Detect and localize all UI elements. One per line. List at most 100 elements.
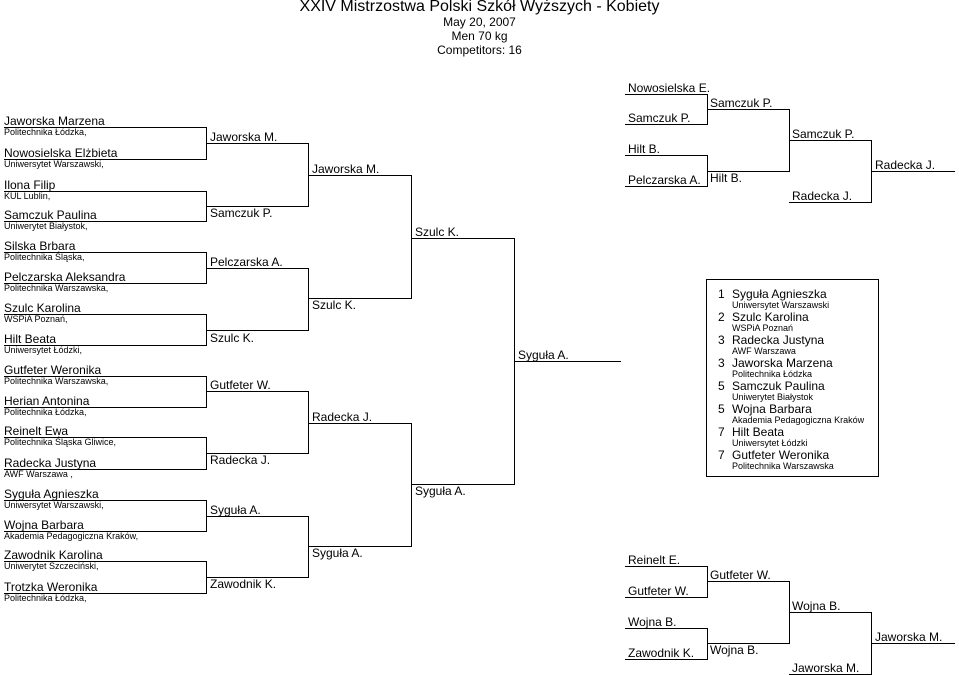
bracket-line	[206, 191, 207, 222]
winner-label: Syguła A.	[415, 484, 466, 498]
bracket-line	[871, 171, 955, 172]
bracket-line	[707, 643, 790, 644]
competitor-club: Akademia Pedagogiczna Kraków,	[4, 531, 139, 541]
result-rank: 3	[718, 356, 725, 370]
winner-label: Radecka J.	[312, 410, 373, 424]
repechage-label: Wojna B.	[628, 615, 677, 629]
result-club: WSPiA Poznań	[732, 323, 794, 333]
bracket-line	[207, 516, 309, 517]
bracket-line	[4, 345, 207, 346]
bracket-line	[309, 175, 412, 176]
repechage-label: Gutfeter W.	[628, 584, 689, 598]
bracket-line	[789, 202, 872, 203]
repechage-label: Reinelt E.	[628, 553, 681, 567]
competitor-name: Trotzka Weronika	[4, 580, 98, 594]
bracket-line	[625, 124, 708, 125]
bracket-line	[4, 376, 207, 377]
bracket-line	[309, 298, 412, 299]
result-name: Hilt Beata	[732, 425, 785, 439]
bracket-line	[206, 127, 207, 160]
repechage-label: Hilt B.	[628, 142, 661, 156]
result-rank: 5	[718, 402, 725, 416]
bracket-line	[4, 283, 207, 284]
result-name: Gutfeter Weronika	[732, 448, 830, 462]
competitor-club: Politechnika Łódzka,	[4, 593, 87, 603]
competitor-club: Uniwerytet Szczeciński,	[4, 561, 99, 571]
bracket-line	[412, 484, 515, 485]
bracket-line	[206, 437, 207, 470]
bracket-line	[4, 531, 207, 532]
repechage-label: Hilt B.	[710, 171, 743, 185]
competitor-name: Herian Antonina	[4, 394, 90, 408]
bracket-line	[207, 577, 309, 578]
bracket-line	[207, 143, 309, 144]
event-date: May 20, 2007	[443, 15, 516, 29]
bracket-line	[411, 175, 412, 299]
bracket-line	[4, 314, 207, 315]
result-rank: 7	[718, 448, 725, 462]
result-name: Wojna Barbara	[732, 402, 812, 416]
bracket-line	[871, 643, 955, 644]
competitor-name: Ilona Filip	[4, 178, 56, 192]
results-box: 1 Syguła Agnieszka Uniwersytet Warszawsk…	[706, 279, 879, 477]
repechage-label: Gutfeter W.	[710, 568, 771, 582]
repechage-label: Pelczarska A.	[628, 173, 701, 187]
champion-label: Syguła A.	[518, 348, 569, 362]
competitor-name: Szulc Karolina	[4, 301, 81, 315]
result-name: Syguła Agnieszka	[732, 287, 827, 301]
competitor-name: Reinelt Ewa	[4, 424, 69, 438]
bracket-line	[206, 561, 207, 594]
result-club: Uniwerytet Białystok	[732, 392, 814, 402]
competitor-club: Politechnika Łódzka,	[4, 127, 87, 137]
bracket-line	[625, 628, 708, 629]
bracket-line	[515, 361, 621, 362]
bracket-line	[4, 437, 207, 438]
bracket-line	[207, 391, 309, 392]
bracket-line	[206, 376, 207, 408]
winner-label: Jaworska M.	[312, 162, 380, 176]
bracket-line	[309, 546, 412, 547]
bracket-line	[4, 252, 207, 253]
bracket-line	[707, 628, 708, 660]
winner-label: Samczuk P.	[210, 206, 273, 220]
bracket-line	[4, 127, 207, 128]
competitor-count: Competitors: 16	[437, 43, 522, 57]
bracket-line	[4, 469, 207, 470]
competitor-club: Politechnika Śląska Gliwice,	[4, 437, 117, 447]
winner-label: Radecka J.	[210, 453, 271, 467]
result-club: Politechnika Warszawska	[732, 461, 834, 471]
competitor-name: Samczuk Paulina	[4, 208, 97, 222]
repechage-label: Samczuk P.	[628, 111, 691, 125]
bracket-line	[411, 423, 412, 547]
bracket-line	[309, 423, 412, 424]
weight-category: Men 70 kg	[451, 29, 508, 43]
competitor-club: Politechnika Śląska,	[4, 252, 85, 262]
bracket-line	[707, 171, 790, 172]
bracket-line	[308, 268, 309, 331]
result-rank: 7	[718, 425, 725, 439]
bracket-line	[707, 581, 790, 582]
competitor-name: Pelczarska Aleksandra	[4, 270, 126, 284]
result-name: Samczuk Paulina	[732, 379, 825, 393]
result-club: Uniwersytet Warszawski	[732, 300, 830, 310]
competitor-club: KUL Lublin,	[4, 191, 51, 201]
repechage-label: Samczuk P.	[792, 127, 855, 141]
bracket-line	[206, 500, 207, 532]
bracket-line	[308, 391, 309, 454]
bracket-line	[308, 143, 309, 207]
repechage-label: Wojna B.	[792, 599, 841, 613]
bracket-line	[4, 191, 207, 192]
winner-label: Szulc K.	[415, 225, 460, 239]
bracket-line	[4, 500, 207, 501]
competitor-club: Uniwersytet Warszawski,	[4, 500, 104, 510]
winner-label: Syguła A.	[210, 503, 261, 517]
competitor-club: Politechnika Warszawska,	[4, 376, 109, 386]
bracket-line	[707, 566, 708, 598]
result-club: Politechnika Łódzka	[732, 369, 813, 379]
bracket-line	[4, 221, 207, 222]
bracket-line	[625, 597, 708, 598]
repechage-label: Jaworska M.	[792, 661, 860, 675]
winner-label: Pelczarska A.	[210, 255, 283, 269]
competitor-name: Nowosielska Elżbieta	[4, 146, 118, 160]
competitor-club: Politechnika Łódzka,	[4, 407, 87, 417]
